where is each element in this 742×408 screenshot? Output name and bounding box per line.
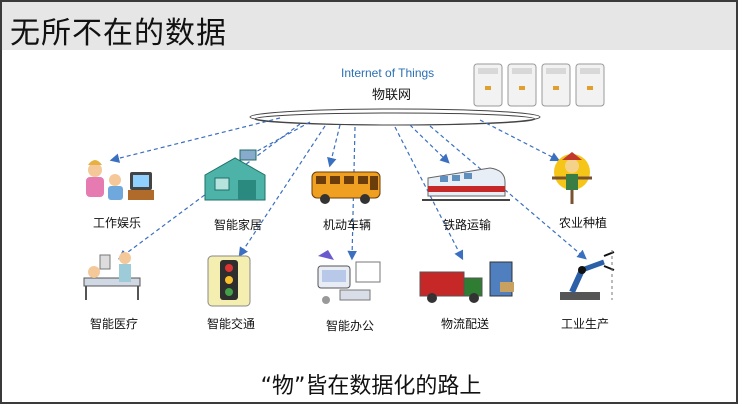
robot-arm-icon: [560, 250, 615, 300]
office-equipment-icon: [317, 250, 381, 304]
family-tv-icon: [86, 160, 154, 200]
arrow-railway: [409, 124, 450, 164]
hospital-bed-icon: [83, 252, 141, 300]
label-agriculture: 农业种植: [558, 216, 607, 230]
label-medical: 智能医疗: [89, 317, 138, 331]
label-industry: 工业生产: [560, 317, 609, 331]
hub-label-english: Internet of Things: [341, 66, 435, 80]
server-rack-icon: [473, 63, 605, 107]
train-icon: [422, 167, 510, 201]
label-office: 智能办公: [325, 319, 374, 333]
arrow-work-entertainment: [109, 117, 281, 163]
arrow-traffic: [238, 125, 326, 258]
label-smart-home: 智能家居: [213, 218, 262, 232]
arrow-vehicles: [327, 124, 341, 168]
label-traffic: 智能交通: [206, 317, 255, 331]
label-work-entertainment: 工作娱乐: [92, 216, 141, 230]
connection-arrows: [109, 117, 587, 261]
label-logistics: 物流配送: [440, 317, 489, 331]
scarecrow-icon: [552, 152, 592, 204]
hub-label-chinese: 物联网: [372, 88, 412, 103]
arrow-smart-home: [229, 121, 311, 167]
slide-caption: “物”皆在数据化的路上: [260, 374, 482, 399]
label-vehicles: 机动车辆: [322, 218, 371, 232]
smart-home-icon: [204, 149, 266, 201]
arrow-agriculture: [479, 119, 561, 162]
delivery-truck-icon: [419, 261, 514, 303]
arrow-industry: [429, 125, 587, 260]
bus-icon: [311, 171, 381, 204]
traffic-light-icon: [207, 255, 251, 307]
network-ring: [249, 108, 541, 126]
slide-header: 无所不在的数据: [2, 2, 736, 51]
slide-title: 无所不在的数据: [10, 16, 227, 51]
label-railway: 铁路运输: [442, 218, 491, 232]
